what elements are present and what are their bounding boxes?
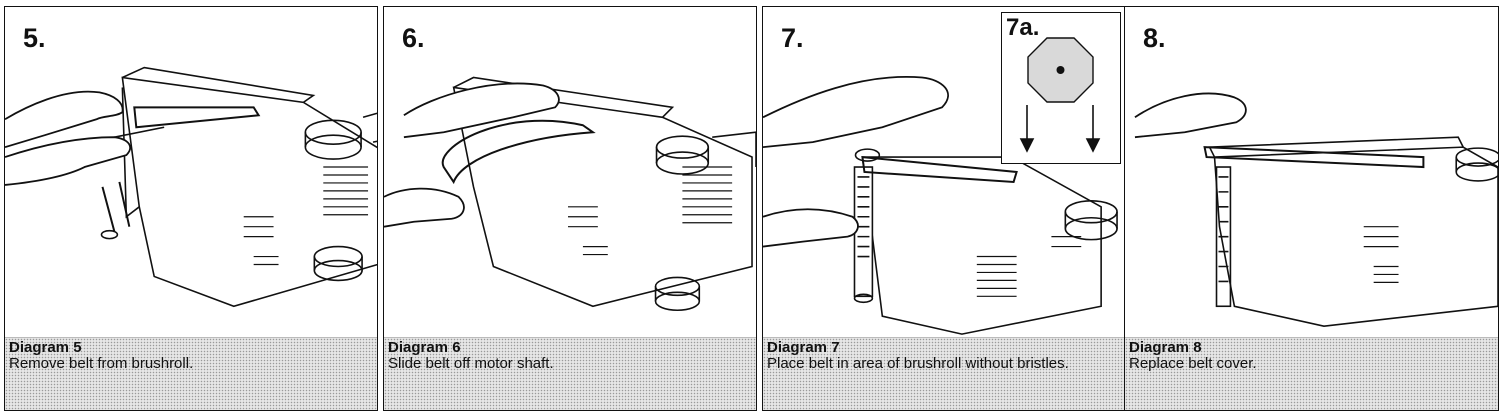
diagram-caption: Diagram 6 Slide belt off motor shaft.	[384, 337, 756, 410]
step-number: 6.	[402, 23, 425, 53]
diagram-caption: Diagram 5 Remove belt from brushroll.	[5, 337, 377, 410]
step-panel-8: 8. Diagra	[1124, 6, 1499, 411]
step-panel-5: 5.	[4, 6, 378, 411]
belt-icon	[133, 106, 261, 129]
diagram-title: Diagram 8	[1129, 339, 1202, 356]
wheel-icon	[1455, 147, 1498, 182]
arrow-down-icon	[1085, 105, 1101, 153]
hand-icon	[1134, 92, 1247, 139]
brushroll-icon	[853, 166, 874, 304]
vacuum-base-icon	[1213, 146, 1498, 327]
diagram-instruction: Place belt in area of brushroll without …	[767, 355, 1069, 372]
diagram-8-illustration	[1134, 92, 1498, 327]
belt-icon	[861, 155, 1018, 183]
wheel-icon	[304, 119, 363, 282]
hand-icon	[5, 90, 124, 148]
inset-label: 7a.	[1006, 14, 1040, 41]
diagram-instruction: Replace belt cover.	[1129, 355, 1257, 372]
wheel-icon	[654, 135, 710, 312]
diagram-title: Diagram 7	[767, 339, 840, 356]
step-number: 8.	[1143, 23, 1166, 53]
step-panel-7: 7.	[762, 6, 1126, 411]
diagram-5-illustration	[5, 66, 377, 308]
center-dot-icon	[1056, 66, 1065, 74]
belt-icon	[441, 119, 596, 185]
step-panel-6: 6.	[383, 6, 757, 411]
vacuum-base-icon	[861, 156, 1102, 335]
diagram-instruction: Remove belt from brushroll.	[9, 355, 194, 372]
inset-illustration	[1019, 37, 1101, 153]
hand-icon	[763, 75, 949, 149]
belt-icon	[1203, 146, 1425, 169]
step-number: 5.	[23, 23, 46, 53]
vacuum-base-icon	[121, 76, 377, 308]
diagram-6-illustration	[384, 76, 756, 312]
diagram-title: Diagram 5	[9, 339, 82, 356]
brushroll-icon	[1215, 166, 1232, 308]
hand-icon	[403, 82, 560, 139]
brushroll-icon	[101, 181, 131, 232]
detail-inset-7a: 7a.	[1001, 12, 1121, 164]
wheel-icon	[1064, 200, 1118, 241]
diagram-7-illustration	[763, 75, 1118, 335]
arrow-down-icon	[1019, 105, 1035, 153]
diagram-instruction: Slide belt off motor shaft.	[388, 355, 554, 372]
diagram-caption: Diagram 8 Replace belt cover.	[1125, 337, 1498, 410]
diagram-caption: Diagram 7 Place belt in area of brushrol…	[763, 337, 1125, 410]
diagram-title: Diagram 6	[388, 339, 461, 356]
step-number: 7.	[781, 23, 804, 53]
